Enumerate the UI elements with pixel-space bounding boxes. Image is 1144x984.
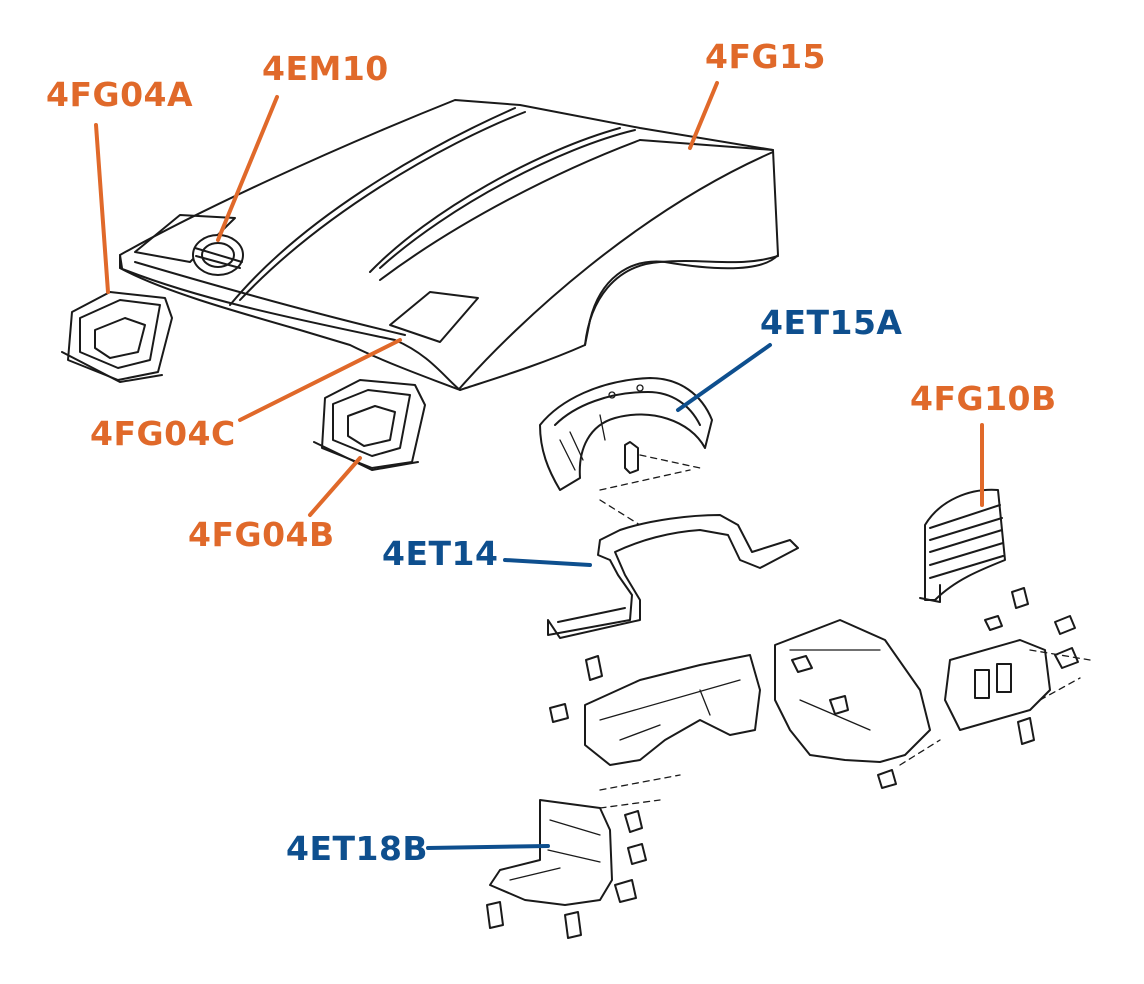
leader-4et14	[503, 558, 592, 567]
leader-4et15a	[676, 343, 772, 412]
leader-4fg04c	[238, 338, 402, 422]
label-4et18b: 4ET18B	[286, 829, 428, 868]
label-4fg04b: 4FG04B	[188, 515, 335, 554]
label-4et15a: 4ET15A	[760, 303, 902, 342]
brace-part	[547, 514, 799, 639]
label-4et14: 4ET14	[382, 534, 498, 573]
leader-4et18b	[426, 844, 550, 850]
grille-part	[919, 488, 1006, 603]
column-cover-part	[539, 377, 713, 526]
scoop-a-part	[61, 291, 173, 383]
label-4em10: 4EM10	[262, 49, 389, 88]
callout-labels: 4FG04A 4EM10 4FG15 4FG04C 4FG04B 4ET15A …	[46, 37, 1057, 868]
leader-4fg15	[688, 81, 719, 150]
label-4fg04a: 4FG04A	[46, 75, 193, 114]
leader-4fg04a	[94, 123, 110, 294]
leader-4fg04b	[308, 456, 362, 517]
kick-panel-part	[486, 774, 681, 939]
label-4fg04c: 4FG04C	[90, 414, 236, 453]
label-4fg15: 4FG15	[705, 37, 826, 76]
hood-part	[119, 99, 779, 391]
scoop-b-part	[313, 379, 426, 471]
right-panel-assembly	[774, 587, 1091, 789]
leader-lines	[94, 81, 984, 850]
leader-4em10	[216, 95, 279, 242]
label-4fg10b: 4FG10B	[910, 379, 1057, 418]
center-bracket-part	[549, 654, 761, 766]
